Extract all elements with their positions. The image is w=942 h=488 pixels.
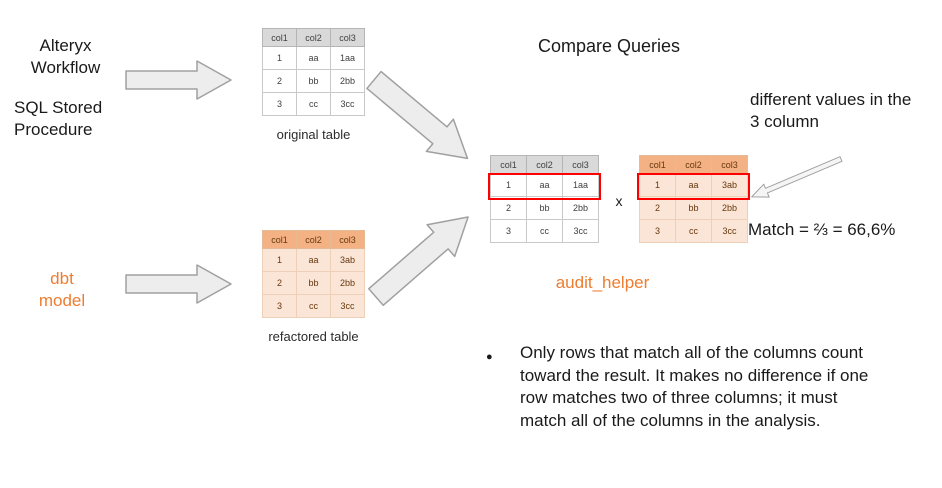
table-header-cell: col2	[296, 28, 331, 47]
table-cell: 3	[639, 219, 676, 243]
refactored-table-grid: col1 col2 col3 1 aa 3ab 2 bb 2bb 3 cc 3c…	[262, 230, 365, 318]
table-cell: bb	[296, 69, 331, 93]
table-cell: 1	[639, 173, 676, 197]
table-cell: aa	[296, 248, 331, 272]
compare-table-refactored-grid: col1 col2 col3 1 aa 3ab 2 bb 2bb 3 cc 3c…	[639, 155, 748, 243]
table-row: 3 cc 3cc	[262, 294, 365, 318]
table-row: 3 cc 3cc	[490, 219, 599, 243]
table-cell: 3	[262, 294, 297, 318]
compare-table-original: col1 col2 col3 1 aa 1aa 2 bb 2bb 3 cc 3c…	[488, 155, 601, 243]
arrow-different-values-pointer-icon	[751, 156, 843, 198]
label-alteryx-workflow: Alteryx Workflow	[30, 36, 101, 77]
table-header-cell: col3	[330, 28, 365, 47]
table-row: 1 aa 3ab	[639, 173, 748, 197]
table-cell: 1	[262, 46, 297, 70]
bullet-marker: ●	[486, 351, 493, 363]
table-header-cell: col1	[639, 155, 676, 174]
label-sql-stored-procedure: SQL Stored Procedure	[14, 98, 103, 139]
compare-table-original-grid: col1 col2 col3 1 aa 1aa 2 bb 2bb 3 cc 3c…	[490, 155, 599, 243]
table-row: 3 cc 3cc	[639, 219, 748, 243]
table-header-cell: col1	[490, 155, 527, 174]
table-cell: 3cc	[711, 219, 748, 243]
analysis-note: Only rows that match all of the columns …	[520, 343, 869, 430]
table-cell: bb	[296, 271, 331, 295]
table-cell: bb	[675, 196, 712, 220]
table-cell: 2bb	[330, 271, 365, 295]
table-cell: 3cc	[330, 92, 365, 116]
table-row: 2 bb 2bb	[262, 271, 365, 295]
label-dbt-model: dbt model	[38, 269, 86, 310]
match-result: Match = ⅔ = 66,6%	[748, 220, 896, 239]
arrow-refactored-to-compare-icon	[368, 216, 469, 307]
table-cell: cc	[675, 219, 712, 243]
table-cell: 3ab	[330, 248, 365, 272]
table-cell: 2bb	[562, 196, 599, 220]
table-cell: 3cc	[330, 294, 365, 318]
table-header-cell: col2	[526, 155, 563, 174]
table-cell: 2	[639, 196, 676, 220]
table-cell: 2bb	[711, 196, 748, 220]
table-header-cell: col2	[675, 155, 712, 174]
page-title: Compare Queries	[538, 36, 681, 56]
table-row: 3 cc 3cc	[262, 92, 365, 116]
table-cell: aa	[675, 173, 712, 197]
table-cell: 3cc	[562, 219, 599, 243]
table-row: 1 aa 1aa	[262, 46, 365, 70]
arrow-original-to-compare-icon	[366, 70, 469, 160]
table-cell: 1aa	[562, 173, 599, 197]
table-cell: 3ab	[711, 173, 748, 197]
table-header-cell: col3	[562, 155, 599, 174]
table-cell: cc	[296, 294, 331, 318]
table-cell: 2bb	[330, 69, 365, 93]
table-cell: 2	[262, 271, 297, 295]
table-header-cell: col2	[296, 230, 331, 249]
multiply-sign: x	[615, 193, 623, 209]
table-row: 2 bb 2bb	[490, 196, 599, 220]
table-header-cell: col1	[262, 28, 297, 47]
table-header-cell: col1	[262, 230, 297, 249]
arrow-alteryx-to-original-icon	[125, 60, 232, 100]
table-cell: cc	[526, 219, 563, 243]
table-cell: 3	[262, 92, 297, 116]
compare-table-refactored: col1 col2 col3 1 aa 3ab 2 bb 2bb 3 cc 3c…	[637, 155, 750, 243]
table-row: 2 bb 2bb	[639, 196, 748, 220]
table-cell: 3	[490, 219, 527, 243]
table-row: 1 aa 1aa	[490, 173, 599, 197]
audit-helper-label: audit_helper	[555, 273, 650, 292]
table-row: 1 aa 3ab	[262, 248, 365, 272]
original-table-caption: original table	[276, 127, 351, 142]
table-cell: 2	[490, 196, 527, 220]
table-cell: cc	[296, 92, 331, 116]
refactored-table: col1 col2 col3 1 aa 3ab 2 bb 2bb 3 cc 3c…	[262, 230, 365, 344]
table-cell: 1	[262, 248, 297, 272]
table-row: 2 bb 2bb	[262, 69, 365, 93]
table-cell: 1	[490, 173, 527, 197]
different-values-note: different values in the 3 column	[750, 90, 912, 131]
original-table: col1 col2 col3 1 aa 1aa 2 bb 2bb 3 cc 3c…	[262, 28, 365, 142]
table-header-cell: col3	[711, 155, 748, 174]
table-cell: bb	[526, 196, 563, 220]
original-table-grid: col1 col2 col3 1 aa 1aa 2 bb 2bb 3 cc 3c…	[262, 28, 365, 116]
table-cell: aa	[296, 46, 331, 70]
table-cell: aa	[526, 173, 563, 197]
table-cell: 2	[262, 69, 297, 93]
arrow-dbt-to-refactored-icon	[125, 264, 232, 304]
table-header-cell: col3	[330, 230, 365, 249]
refactored-table-caption: refactored table	[268, 329, 359, 344]
table-cell: 1aa	[330, 46, 365, 70]
